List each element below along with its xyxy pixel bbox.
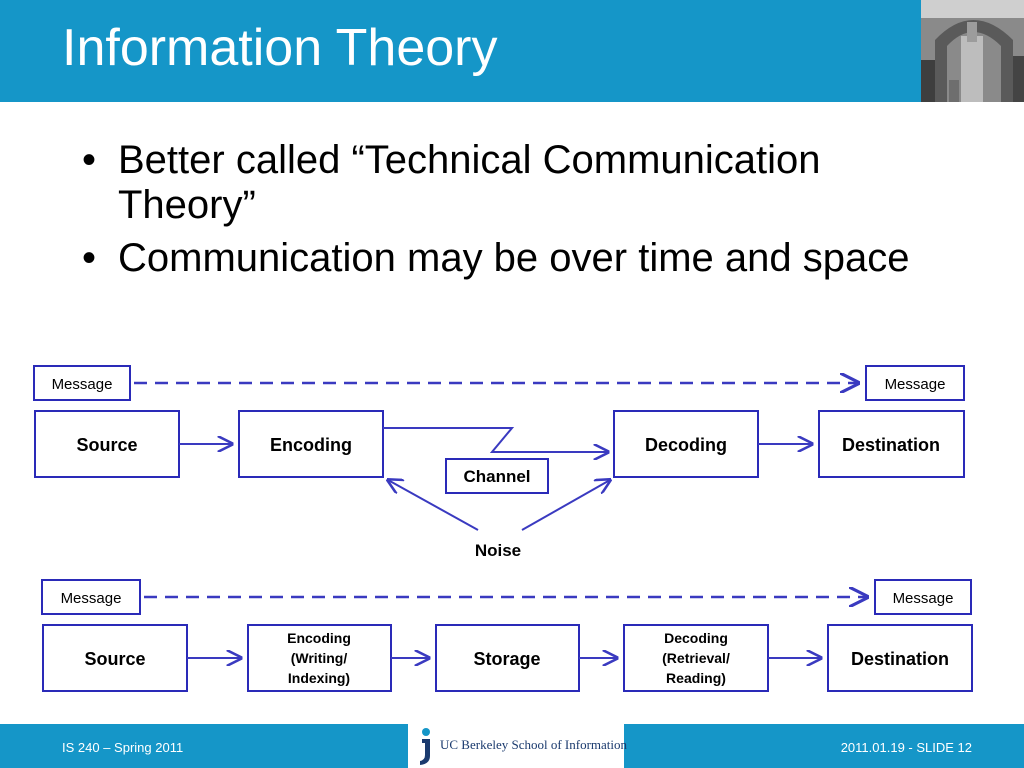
top-source-label: Source <box>76 435 137 455</box>
top-source-box: Source <box>34 410 180 478</box>
bottom-destination-box: Destination <box>827 624 973 692</box>
top-message-right-label: Message <box>885 376 946 393</box>
top-noise-to-decoding-arrow <box>521 480 610 531</box>
top-channel-label: Channel <box>463 467 530 486</box>
bottom-encoding-box: Encoding (Writing/ Indexing) <box>247 624 392 692</box>
bottom-destination-label: Destination <box>851 649 949 669</box>
top-channel-zigzag-arrow <box>383 427 608 452</box>
footer-course-label: IS 240 – Spring 2011 <box>62 740 184 755</box>
bottom-encoding-label-line: Encoding <box>287 630 351 646</box>
slide-header <box>0 0 1024 102</box>
bullet-item: • Better called “Technical Communication … <box>76 138 956 228</box>
bullet-icon: • <box>82 138 97 182</box>
top-message-left-box: Message <box>33 365 131 401</box>
bottom-message-right-box: Message <box>874 579 972 615</box>
bottom-encoding-label-line: Indexing) <box>288 670 350 686</box>
ischool-logo-icon <box>420 728 430 765</box>
bottom-source-box: Source <box>42 624 188 692</box>
top-decoding-box: Decoding <box>613 410 759 478</box>
bottom-message-left-label: Message <box>61 590 122 607</box>
top-destination-label: Destination <box>842 435 940 455</box>
bottom-source-label: Source <box>84 649 145 669</box>
bottom-decoding-label-line: (Retrieval/ <box>662 650 730 666</box>
top-channel-box: Channel <box>445 458 549 494</box>
bottom-storage-box: Storage <box>435 624 580 692</box>
bottom-decoding-box: Decoding (Retrieval/ Reading) <box>623 624 769 692</box>
top-message-left-label: Message <box>52 376 113 393</box>
footer-slide-label: 2011.01.19 - SLIDE 12 <box>840 740 972 755</box>
top-destination-box: Destination <box>818 410 965 478</box>
communication-diagram: Message Message Source Encoding Decoding… <box>33 365 973 692</box>
bottom-decoding-label-line: Decoding <box>664 630 728 646</box>
bottom-message-left-box: Message <box>41 579 141 615</box>
bullet-text: Communication may be over time and space <box>118 236 910 280</box>
top-message-right-box: Message <box>865 365 965 401</box>
slide-title: Information Theory <box>62 19 498 77</box>
bullet-list: • Better called “Technical Communication … <box>76 138 956 289</box>
top-decoding-label: Decoding <box>645 435 727 455</box>
top-encoding-label: Encoding <box>270 435 352 455</box>
school-logo: UC Berkeley School of Information <box>408 724 628 768</box>
bottom-message-right-label: Message <box>893 590 954 607</box>
building-photo <box>921 0 1024 102</box>
bullet-item: • Communication may be over time and spac… <box>76 236 956 281</box>
top-encoding-box: Encoding <box>238 410 384 478</box>
logo-text: UC Berkeley School of Information <box>440 737 628 752</box>
top-noise-to-encoding-arrow <box>388 480 479 531</box>
bullet-icon: • <box>82 236 97 280</box>
bottom-encoding-label-line: (Writing/ <box>291 650 348 666</box>
bullet-text: Better called “Technical Communication T… <box>118 138 821 227</box>
bottom-decoding-label-line: Reading) <box>666 670 726 686</box>
bottom-storage-label: Storage <box>473 649 540 669</box>
top-noise-label: Noise <box>475 541 521 560</box>
